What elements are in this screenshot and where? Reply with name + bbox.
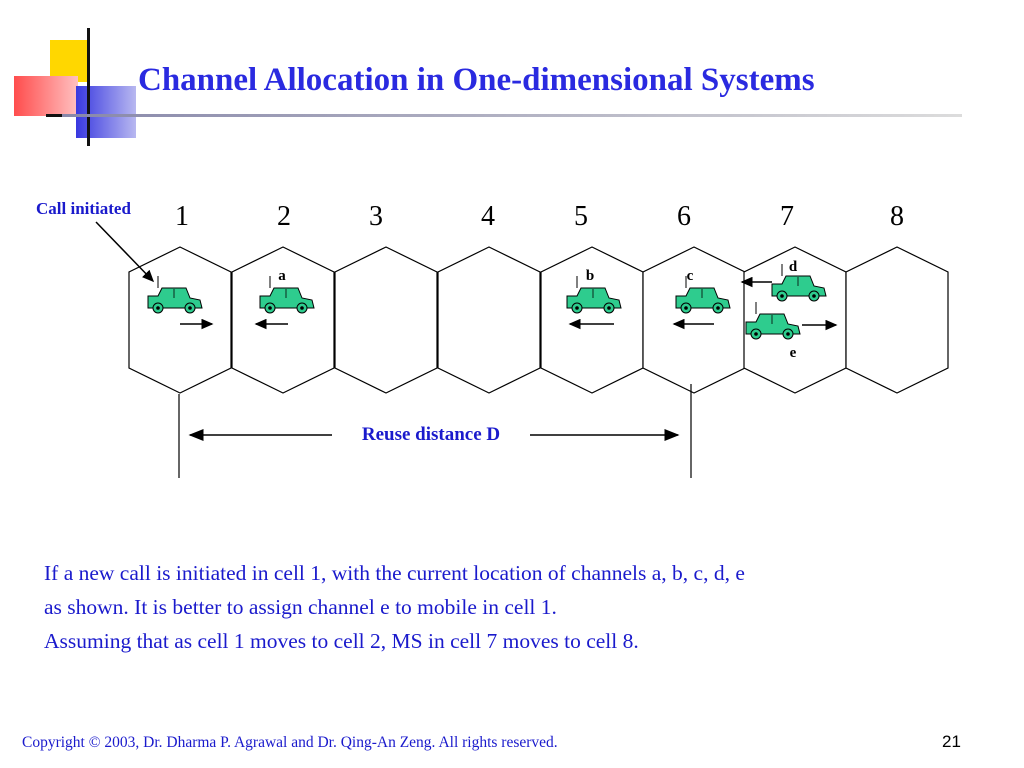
cell-hexagon-6 xyxy=(642,246,746,394)
cell-number-6: 6 xyxy=(677,201,691,232)
cell-hexagon-1 xyxy=(128,246,232,394)
channel-allocation-diagram: 1 2 3 4 5 6 7 8 Call initiated a b c d e… xyxy=(36,199,949,478)
decor-red-square xyxy=(14,76,78,116)
cell-row xyxy=(128,246,949,394)
cell-number-3: 3 xyxy=(369,201,383,232)
page-number: 21 xyxy=(942,732,961,751)
channel-label-b: b xyxy=(586,268,594,284)
cell-number-2: 2 xyxy=(277,201,291,232)
cell-hexagon-4 xyxy=(437,246,541,394)
cell-number-7: 7 xyxy=(780,201,794,232)
body-text: If a new call is initiated in cell 1, wi… xyxy=(44,556,745,658)
channel-label-c: c xyxy=(687,268,694,284)
copyright-footer: Copyright © 2003, Dr. Dharma P. Agrawal … xyxy=(22,734,558,751)
call-pointer-arrow xyxy=(95,221,155,283)
channel-label-e: e xyxy=(790,345,797,361)
decor-vertical-line xyxy=(87,28,90,146)
car-icon-channel-e xyxy=(745,302,801,340)
channel-label-a: a xyxy=(278,268,286,284)
cell-hexagon-2 xyxy=(231,246,335,394)
cell-number-5: 5 xyxy=(574,201,588,232)
cell-hexagon-3 xyxy=(334,246,438,394)
body-line: Assuming that as cell 1 moves to cell 2,… xyxy=(44,629,639,653)
slide-title: Channel Allocation in One-dimensional Sy… xyxy=(138,62,815,98)
call-initiated-label: Call initiated xyxy=(36,199,131,218)
car-icon-channel-a xyxy=(259,276,315,314)
cell-number-4: 4 xyxy=(481,201,495,232)
car-icon-channel-c xyxy=(675,276,731,314)
cell-number-1: 1 xyxy=(175,201,189,232)
title-underline xyxy=(62,114,962,117)
body-line: If a new call is initiated in cell 1, wi… xyxy=(44,561,745,585)
cell-number-8: 8 xyxy=(890,201,904,232)
cell-hexagon-8 xyxy=(845,246,949,394)
decor-blue-square xyxy=(76,86,136,138)
car-icon-cell-1 xyxy=(147,276,203,314)
body-line: as shown. It is better to assign channel… xyxy=(44,595,557,619)
car-icon-channel-b xyxy=(566,276,622,314)
decor-yellow-square xyxy=(50,40,90,82)
car-icon-channel-d xyxy=(771,264,827,302)
reuse-distance-label: Reuse distance D xyxy=(362,424,500,445)
channel-label-d: d xyxy=(789,259,798,275)
